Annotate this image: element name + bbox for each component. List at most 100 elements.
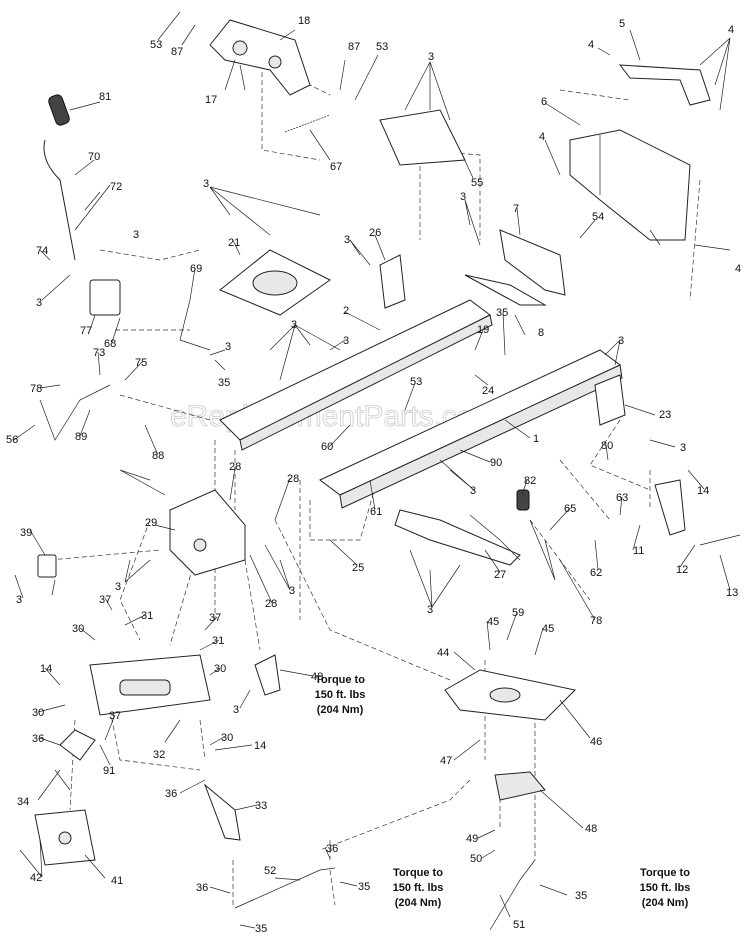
callout-60: 60	[321, 441, 333, 453]
torque-text: (204 Nm)	[642, 897, 689, 909]
callout-3: 3	[344, 234, 350, 246]
callout-37: 37	[209, 612, 221, 624]
torque-text: (204 Nm)	[395, 897, 442, 909]
callout-30: 30	[221, 732, 233, 744]
callout-3: 3	[680, 442, 686, 454]
callout-26: 26	[369, 227, 381, 239]
part-spindle-33	[203, 783, 241, 841]
part-plate-41	[34, 809, 96, 866]
callout-45: 45	[542, 623, 554, 635]
part-bracket-26	[379, 254, 406, 309]
callout-4: 4	[735, 263, 741, 275]
callout-14: 14	[254, 740, 266, 752]
callout-3: 3	[291, 319, 297, 331]
callout-3: 3	[427, 604, 433, 616]
callout-34: 34	[17, 796, 29, 808]
callout-51: 51	[513, 919, 525, 931]
callout-3: 3	[460, 191, 466, 203]
part-plate-77	[89, 279, 121, 316]
callout-74: 74	[36, 245, 48, 257]
part-spindle-34	[54, 729, 96, 791]
callout-32: 32	[153, 749, 165, 761]
callout-30: 30	[72, 623, 84, 635]
callout-30: 30	[32, 707, 44, 719]
part-plate-44	[444, 669, 577, 721]
callout-31: 31	[212, 635, 224, 647]
torque-text: Torque to	[393, 867, 443, 879]
callout-56: 56	[6, 434, 18, 446]
callout-28: 28	[229, 461, 241, 473]
callout-3: 3	[289, 585, 295, 597]
callout-41: 41	[111, 875, 123, 887]
torque-text: 150 ft. lbs	[640, 882, 691, 894]
torque-text: 150 ft. lbs	[393, 882, 444, 894]
part-frame-rail-1	[319, 349, 623, 509]
callout-88: 88	[152, 450, 164, 462]
part-shield-48	[494, 771, 546, 801]
callout-21: 21	[228, 237, 240, 249]
callout-29: 29	[145, 517, 157, 529]
torque-text: Torque to	[640, 867, 690, 879]
callout-35: 35	[358, 881, 370, 893]
part-plate-55	[379, 109, 466, 166]
callout-80: 80	[601, 440, 613, 452]
part-rod-56	[39, 384, 111, 441]
callout-23: 23	[659, 409, 671, 421]
callout-45: 45	[487, 616, 499, 628]
callout-40: 40	[311, 671, 323, 683]
callout-36: 36	[32, 733, 44, 745]
callout-72: 72	[110, 181, 122, 193]
callout-54: 54	[592, 211, 604, 223]
callout-37: 37	[99, 594, 111, 606]
part-rod-13	[699, 534, 741, 546]
callout-28: 28	[287, 473, 299, 485]
callout-labels: 53 87 18 87 53 17 81 70 72 67 5 4 4 6 4 …	[6, 15, 741, 935]
part-bracket-23	[594, 374, 626, 426]
part-strap-8	[464, 274, 547, 306]
callout-4: 4	[588, 39, 594, 51]
callout-2: 2	[343, 305, 349, 317]
callout-68: 68	[104, 338, 116, 350]
part-lever-69	[179, 299, 211, 351]
callout-75: 75	[135, 357, 147, 369]
part-spring-67	[284, 114, 331, 133]
part-bracket-18	[209, 19, 311, 96]
callout-89: 89	[75, 431, 87, 443]
callout-3: 3	[16, 594, 22, 606]
part-plate-39	[37, 554, 57, 578]
callout-11: 11	[633, 545, 644, 557]
part-shift-lever-70	[43, 94, 111, 261]
callout-3: 3	[133, 229, 139, 241]
callout-3: 3	[233, 704, 239, 716]
callout-19: 19	[477, 324, 489, 336]
callout-6: 6	[541, 96, 547, 108]
part-axle-32	[89, 654, 211, 716]
callout-39: 39	[20, 527, 32, 539]
callout-81: 81	[99, 91, 111, 103]
callout-87: 87	[348, 41, 360, 53]
callout-46: 46	[590, 736, 602, 748]
callout-3: 3	[343, 335, 349, 347]
torque-note-2: Torque to 150 ft. lbs (204 Nm)	[393, 867, 444, 909]
callout-35: 35	[218, 377, 230, 389]
callout-3: 3	[428, 51, 434, 63]
callout-49: 49	[466, 833, 478, 845]
callout-35: 35	[255, 923, 267, 935]
torque-text: Torque to	[315, 674, 365, 686]
callout-87: 87	[171, 46, 183, 58]
callout-67: 67	[330, 161, 342, 173]
callout-14: 14	[697, 485, 709, 497]
callout-33: 33	[255, 800, 267, 812]
callout-47: 47	[440, 755, 452, 767]
callout-28: 28	[265, 598, 277, 610]
callout-3: 3	[225, 341, 231, 353]
callout-73: 73	[93, 347, 105, 359]
torque-note-1: Torque to 150 ft. lbs (204 Nm)	[315, 674, 366, 716]
callout-59: 59	[512, 607, 524, 619]
callout-8: 8	[538, 327, 544, 339]
assembly-lines	[49, 72, 701, 906]
callout-13: 13	[726, 587, 738, 599]
part-drag-link-51	[489, 859, 536, 931]
part-bracket-5	[618, 64, 711, 106]
callout-53: 53	[410, 376, 422, 388]
